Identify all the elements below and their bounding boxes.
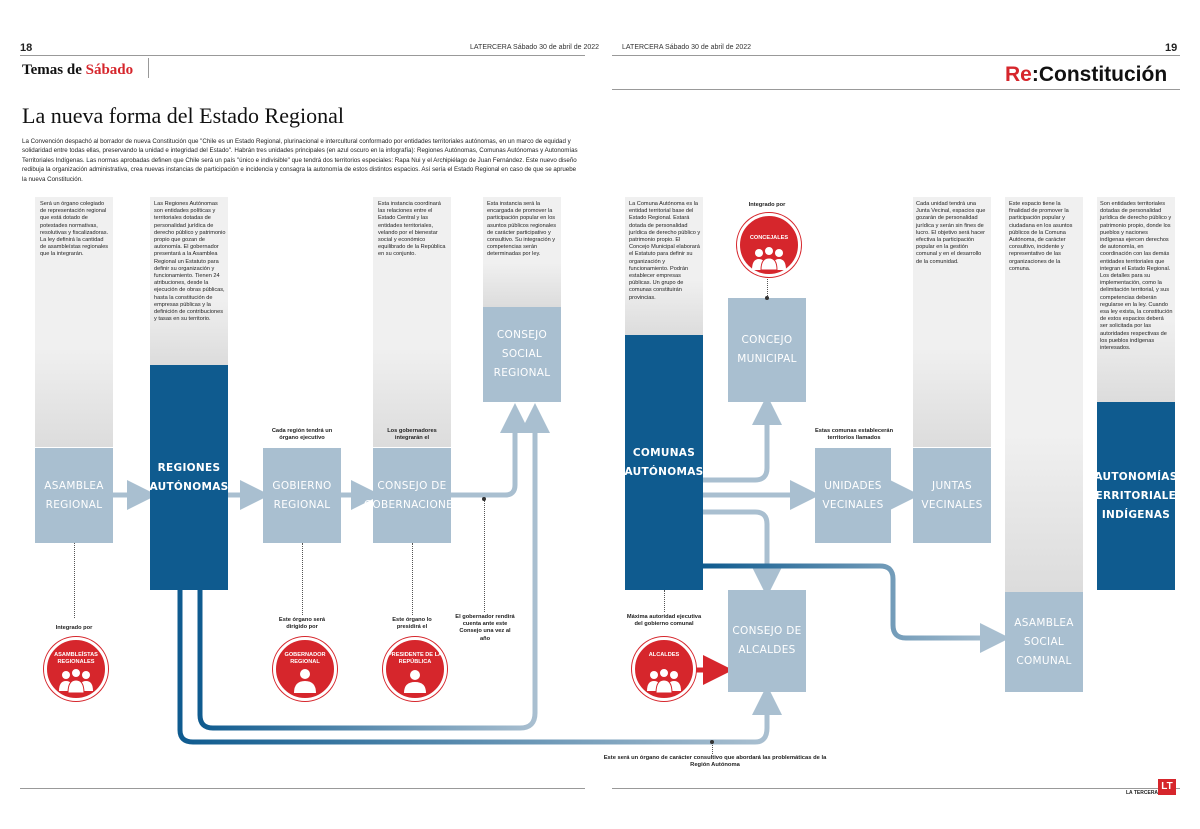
page-title: La nueva forma del Estado Regional [22,103,344,128]
section-prefix: Temas de [22,62,82,78]
right-runner: LATERCERA Sábado 30 de abril de 2022 [622,44,752,51]
section-highlight: Sábado [85,62,134,78]
text-asamblea-regional: Será un órgano colegiado de representaci… [40,201,109,258]
asambleistas-icon: ASAMBLEÍSTAS REGIONALES [44,637,108,701]
box-comunas-autonomas: Comunas Autónomas [625,335,703,590]
label-rendira-cuenta: El gobernador rendirá cuenta ante este C… [455,614,515,642]
column-comunas-autonomas [625,197,703,335]
box-concejo-municipal: Concejo Municipal [728,298,806,402]
box-regiones-autonomas: Regiones Autónomas [150,365,228,590]
right-page-number: 19 [1165,42,1178,54]
footer-logo: LT [1158,779,1176,795]
text-juntas-vecinales: Cada unidad tendrá una Junta Vecinal, es… [916,201,986,265]
box-consejo-gobernaciones: Consejo de Gobernaciones [364,448,460,543]
label-consultivo: Este será un órgano de carácter consulti… [603,755,827,769]
text-regiones-autonomas: Las Regiones Autónomas son entidades pol… [154,201,226,323]
label-dirigido-por: Este órgano será dirigido por [278,617,326,631]
box-asamblea-social-comunal: Asamblea Social Comunal [1005,592,1083,692]
concejales-icon: CONCEJALES [737,213,801,277]
column-regiones-autonomas [150,197,228,365]
label-alcaldes: ALCALDES [648,652,680,658]
box-consejo-alcaldes: Consejo de Alcaldes [728,590,806,692]
brand-title: Re:Constitución [1005,63,1167,87]
brand-suffix: :Constitución [1031,63,1168,86]
label-integrado-concejo: Integrado por [748,202,786,208]
box-consejo-social-regional: Consejo Social Regional [483,307,561,402]
alcaldes-icon: ALCALDES [632,637,696,701]
column-consejo-gobernaciones [373,197,451,447]
text-autonomias-indigenas: Son entidades territoriales dotadas de p… [1100,201,1173,352]
intro-text: La Convención despachó al borrador de nu… [22,138,578,183]
box-gobierno-regional: Gobierno Regional [263,448,341,543]
label-asambleistas: ASAMBLEÍSTAS REGIONALES [54,652,98,665]
column-juntas-vecinales [913,197,991,447]
left-page-number: 18 [20,42,33,54]
column-asamblea-social-comunal [1005,197,1083,592]
label-presidente: PRESIDENTE DE LA REPÚBLICA [387,652,443,665]
label-presidido-por: Este órgano lo presidirá el [392,617,432,631]
brand-prefix: Re [1005,63,1032,86]
column-consejo-social-regional [483,197,561,307]
gobernador-icon: GOBERNADOR REGIONAL [273,637,337,701]
box-asamblea-regional: Asamblea Regional [35,448,113,543]
label-gobernador: GOBERNADOR REGIONAL [284,652,326,665]
label-concejales: CONCEJALES [749,235,789,241]
box-autonomias-indigenas: Autonomías Territoriales Indígenas [1088,402,1184,590]
label-gobierno-ejecutivo: Cada región tendrá un órgano ejecutivo [271,428,333,442]
text-consejo-gobernaciones: Esta instancia coordinará las relaciones… [378,201,446,258]
label-integrado-asamblea: Integrado por [55,625,93,631]
label-comunas-territorios: Estas comunas establecerán territorios l… [814,428,894,442]
section-tag: Temas de Sábado [22,62,133,79]
left-runner: LATERCERA Sábado 30 de abril de 2022 [470,44,600,51]
box-juntas-vecinales: Juntas Vecinales [913,448,991,543]
column-autonomias-indigenas [1097,197,1175,402]
text-asamblea-social-comunal: Este espacio tiene la finalidad de promo… [1009,201,1073,272]
label-maxima-autoridad: Máxima autoridad ejecutiva del gobierno … [626,614,702,628]
footer-brand: LA TERCERA [1126,790,1159,796]
label-gobernadores-integran: Los gobernadores integrarán el [387,428,437,442]
presidente-icon: PRESIDENTE DE LA REPÚBLICA [383,637,447,701]
text-comunas-autonomas: La Comuna Autónoma es la entidad territo… [629,201,701,301]
column-asamblea-regional [35,197,113,447]
text-consejo-social-regional: Esta instancia será la encargada de prom… [487,201,557,258]
box-unidades-vecinales: Unidades Vecinales [815,448,891,543]
